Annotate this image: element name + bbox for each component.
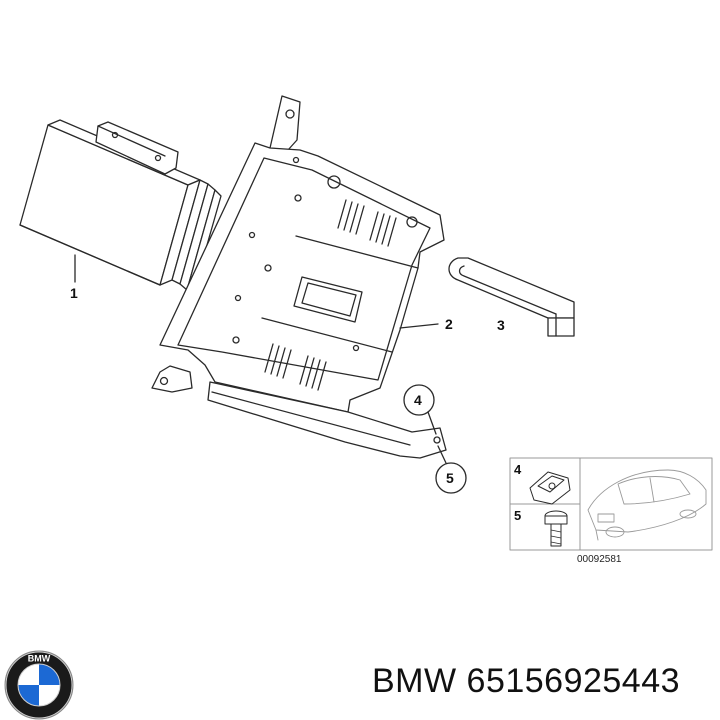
- callout-4: 4: [414, 392, 422, 408]
- callout-2: 2: [445, 316, 453, 332]
- bmw-logo-letters: BMW: [28, 654, 51, 664]
- part-1-control-unit: [19, 119, 222, 295]
- part-number-text: BMW 65156925443: [372, 662, 681, 700]
- callout-3: 3: [497, 317, 505, 333]
- inset-panel: [509, 457, 713, 551]
- callout-5: 5: [446, 470, 454, 486]
- part-3-strip: [448, 257, 575, 337]
- callout-circle-4: [403, 384, 435, 416]
- callout-1: 1: [70, 285, 78, 301]
- part-2-mounting-bracket: [151, 95, 447, 459]
- car-outline: [587, 469, 707, 541]
- inset-label-4: 4: [514, 462, 522, 477]
- bmw-logo: BMW: [4, 650, 74, 720]
- inset-reference-number: 00092581: [577, 554, 622, 565]
- callout-circle-5: [435, 462, 467, 494]
- inset-label-5: 5: [514, 508, 521, 523]
